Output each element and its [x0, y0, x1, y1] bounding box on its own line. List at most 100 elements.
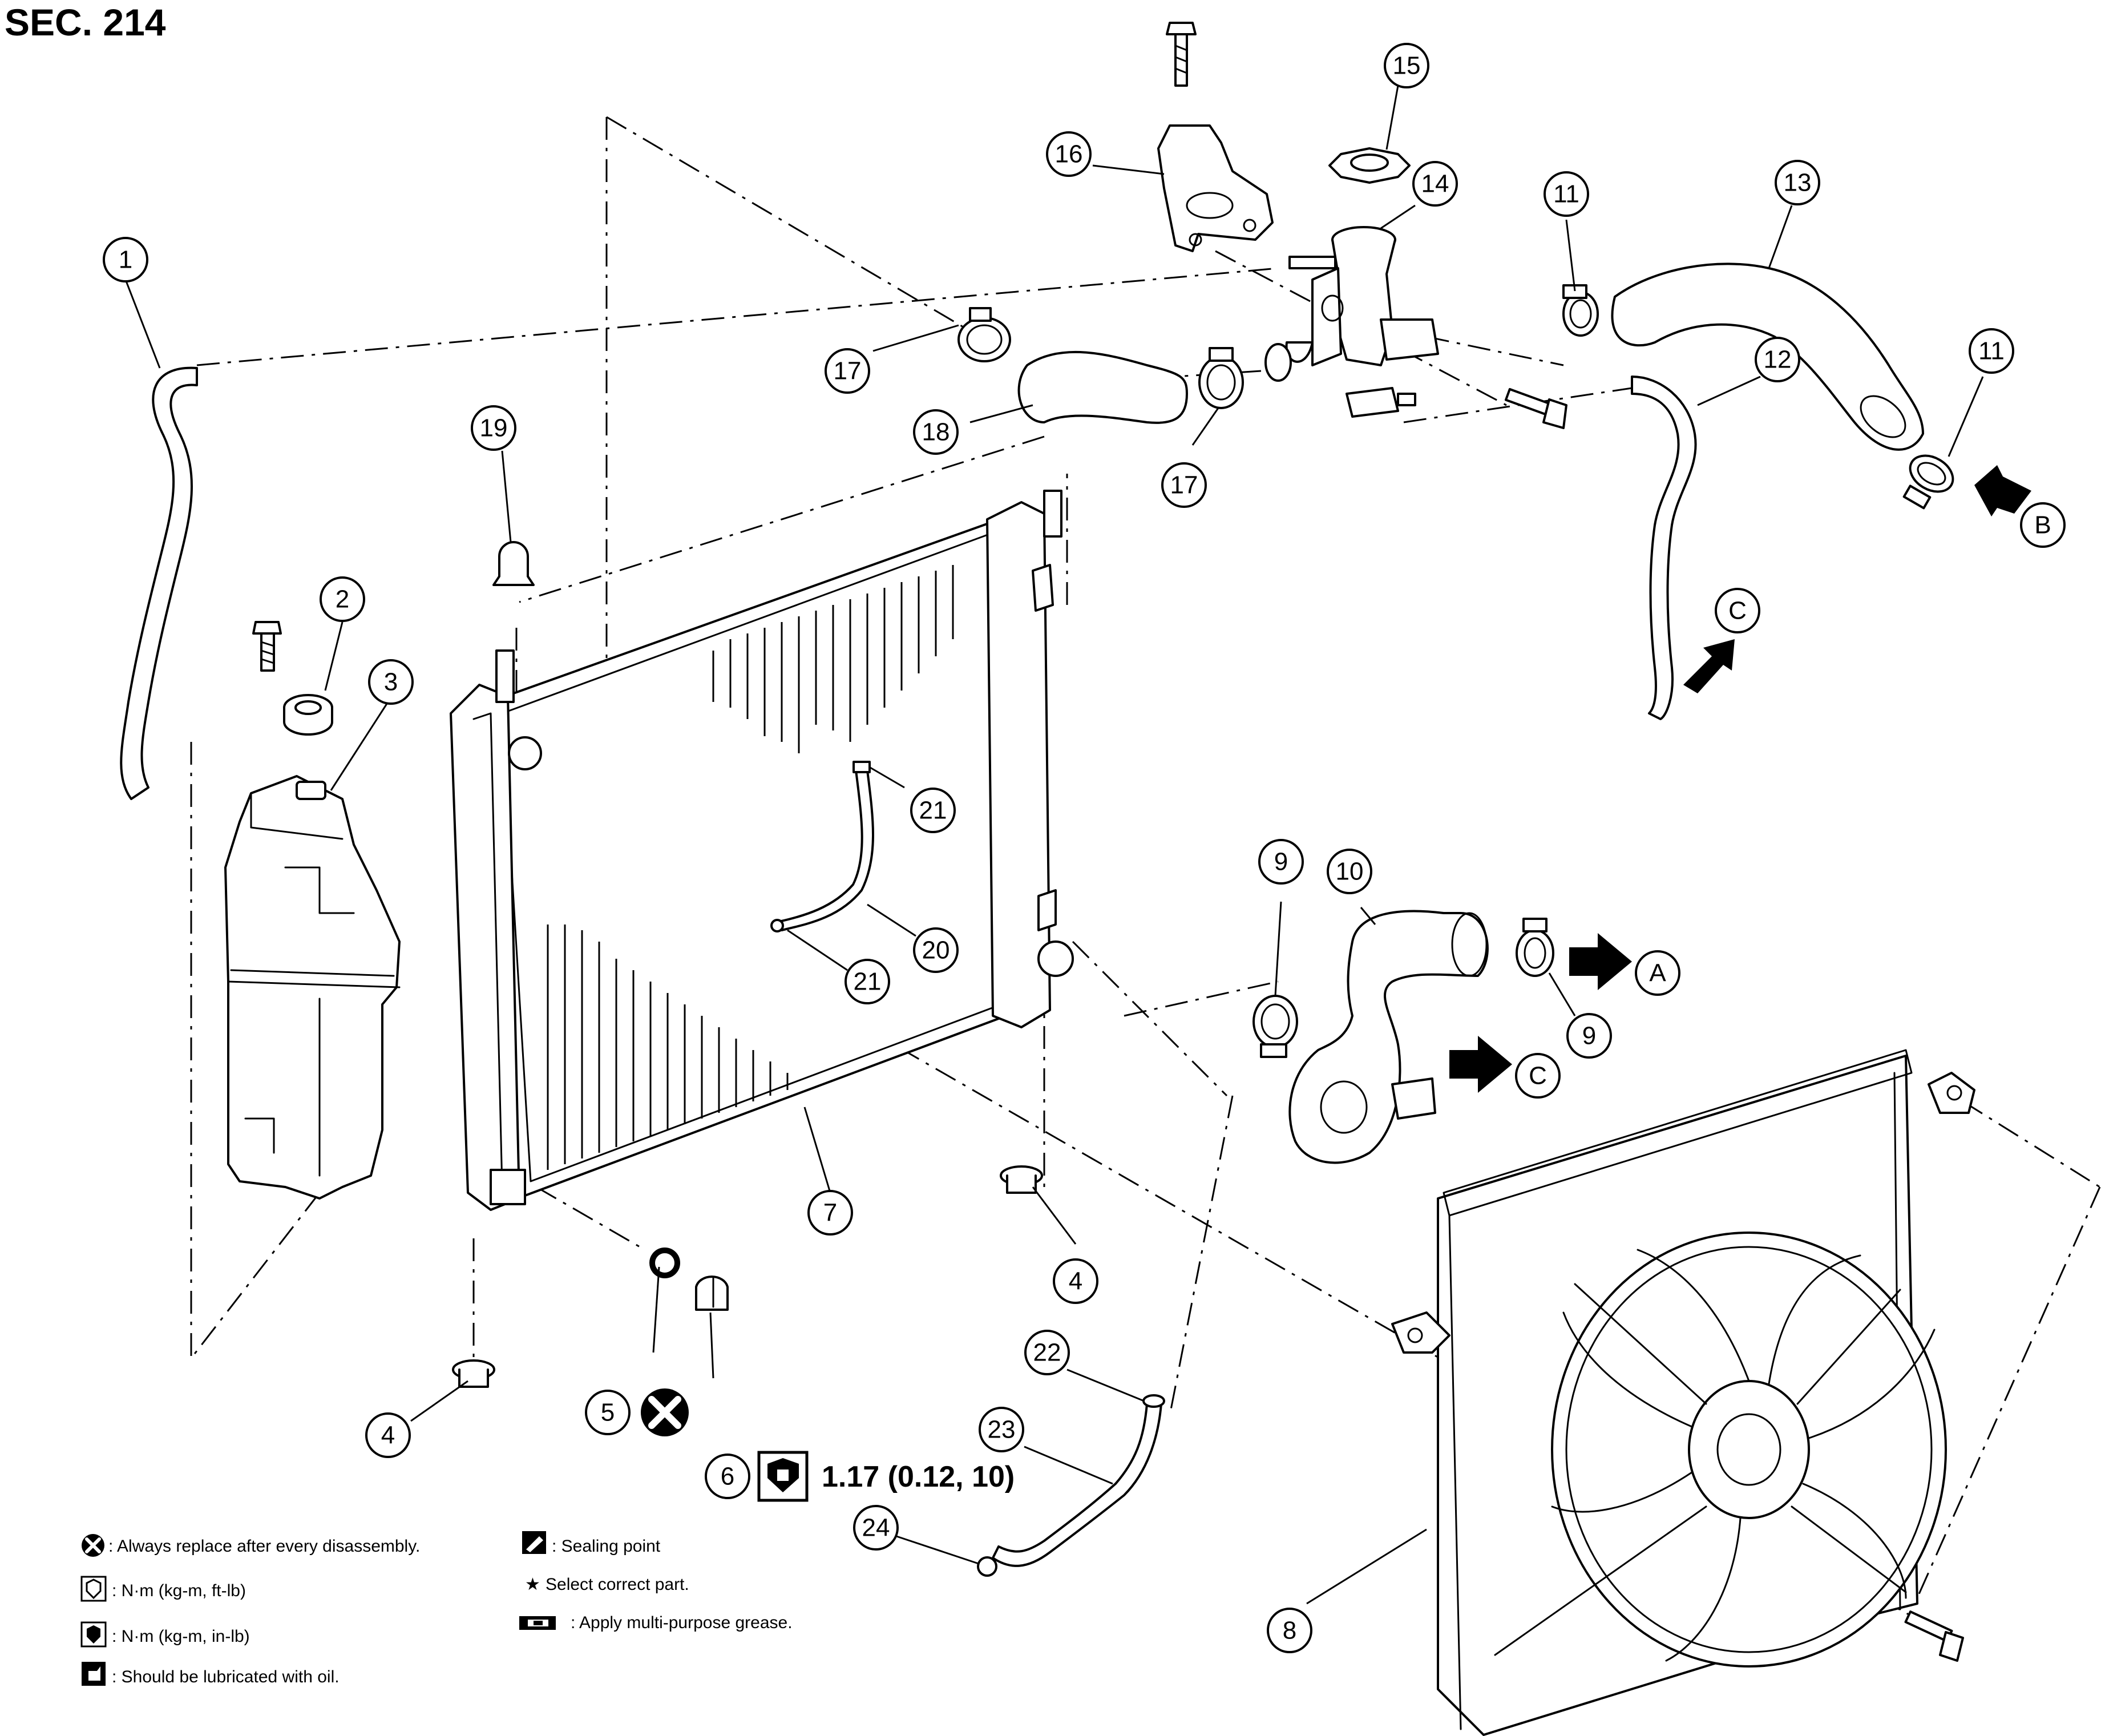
x-circle-icon	[82, 1534, 104, 1557]
callout-11b: 11	[1969, 328, 2014, 374]
torque-wrench-filled-icon	[757, 1451, 809, 1502]
callout-17a: 17	[825, 348, 870, 394]
svg-text:B: B	[2034, 511, 2051, 539]
radiator-mount-bushing	[492, 541, 535, 586]
callout-4-left: 4	[365, 1412, 411, 1458]
svg-text:19: 19	[480, 414, 508, 442]
callout-9b: 9	[1566, 1013, 1612, 1059]
legend-select-part: Select correct part.	[546, 1575, 689, 1594]
callout-6: 6	[705, 1454, 750, 1499]
arrow-to-c-upper	[1683, 639, 1735, 693]
legend-nm-ftlb: : N·m (kg-m, ft-lb)	[112, 1581, 246, 1600]
arrow-to-b	[1974, 465, 2031, 516]
fan-bolt	[1904, 1610, 1964, 1662]
callout-3: 3	[368, 659, 414, 705]
torque-wrench-filled-icon	[80, 1621, 107, 1648]
svg-text:14: 14	[1421, 170, 1449, 198]
tube-clip-upper	[852, 761, 871, 773]
svg-text:23: 23	[988, 1416, 1016, 1444]
svg-text:24: 24	[862, 1514, 890, 1542]
hose-clamp-11b	[1902, 454, 1954, 510]
legend-always-replace: : Always replace after every disassembly…	[108, 1537, 420, 1556]
callout-21b: 21	[845, 959, 890, 1004]
callout-19: 19	[471, 405, 516, 451]
svg-text:12: 12	[1764, 346, 1792, 374]
connection-b: B	[2020, 502, 2066, 548]
svg-text:C: C	[1728, 597, 1747, 625]
legend-grease: : Apply multi-purpose grease.	[571, 1613, 793, 1632]
hose-end-cap	[977, 1556, 997, 1577]
tube-clip-lower	[770, 919, 784, 932]
filler-cap	[1328, 147, 1411, 184]
overflow-hose	[992, 1403, 1162, 1567]
svg-text:15: 15	[1393, 52, 1421, 80]
water-outlet	[1264, 226, 1439, 418]
callout-4-right: 4	[1053, 1258, 1098, 1304]
hose-clamp-9a	[1252, 995, 1298, 1058]
hose-clamp-17b	[1198, 347, 1244, 409]
callout-15: 15	[1384, 43, 1429, 88]
callout-5: 5	[585, 1390, 631, 1435]
svg-text:21: 21	[854, 968, 882, 996]
svg-text:4: 4	[1069, 1267, 1082, 1295]
x-circle-icon	[641, 1388, 689, 1436]
star-icon: ★	[525, 1574, 540, 1594]
svg-text:5: 5	[601, 1399, 615, 1427]
callout-22: 22	[1024, 1330, 1070, 1375]
connection-c-upper: C	[1715, 588, 1760, 633]
hose-clamp-11a	[1562, 284, 1599, 337]
leader-lines	[124, 85, 1984, 1605]
callout-2: 2	[320, 576, 365, 622]
svg-text:20: 20	[922, 936, 950, 964]
upper-radiator-hose-short	[1017, 350, 1188, 424]
heater-bypass-hose	[1631, 376, 1697, 720]
svg-text:21: 21	[919, 797, 947, 825]
svg-text:3: 3	[384, 668, 398, 696]
svg-text:18: 18	[922, 418, 950, 446]
callout-24: 24	[853, 1505, 899, 1551]
svg-text:17: 17	[1170, 471, 1198, 499]
svg-text:C: C	[1529, 1062, 1547, 1090]
section-label: SEC. 214	[5, 1, 166, 43]
callout-11a: 11	[1544, 171, 1589, 217]
callout-18: 18	[913, 409, 959, 455]
cooling-fan-assembly	[1391, 1049, 1975, 1736]
hose-clamp-17a	[957, 307, 1011, 362]
svg-text:22: 22	[1033, 1339, 1061, 1367]
outlet-bolt	[1504, 387, 1567, 429]
svg-text:16: 16	[1055, 140, 1083, 168]
svg-text:11: 11	[1978, 337, 2005, 365]
callout-9a: 9	[1258, 839, 1304, 885]
svg-text:9: 9	[1274, 848, 1288, 876]
reservoir-hose	[120, 366, 198, 800]
callout-13: 13	[1775, 160, 1820, 205]
svg-text:17: 17	[834, 357, 862, 385]
callout-7: 7	[807, 1190, 853, 1236]
legend-lubricate-oil: : Should be lubricated with oil.	[112, 1668, 340, 1686]
callout-21a: 21	[910, 788, 956, 833]
legend-nm-inlb: : N·m (kg-m, in-lb)	[112, 1627, 250, 1646]
hose-clamp-9b	[1516, 918, 1554, 977]
oil-can-icon	[82, 1662, 106, 1686]
mount-rubber-left	[452, 1359, 495, 1388]
lower-radiator-hose	[1288, 910, 1489, 1164]
svg-text:2: 2	[336, 586, 349, 613]
hose-end-plug	[1142, 1394, 1165, 1408]
drain-plug	[695, 1275, 729, 1311]
callout-8: 8	[1267, 1608, 1312, 1653]
radiator	[450, 490, 1074, 1211]
reservoir-tank	[224, 775, 401, 1200]
svg-text:9: 9	[1582, 1022, 1596, 1050]
svg-text:13: 13	[1784, 169, 1812, 197]
o-ring	[649, 1248, 680, 1278]
connection-a: A	[1635, 950, 1680, 996]
svg-text:11: 11	[1553, 180, 1579, 208]
svg-text:6: 6	[721, 1463, 734, 1491]
callout-1: 1	[103, 237, 148, 282]
mount-rubber-right	[1000, 1165, 1043, 1194]
callout-23: 23	[979, 1407, 1024, 1452]
reservoir-bolt	[252, 621, 282, 672]
svg-text:8: 8	[1283, 1617, 1296, 1645]
hose-end-b	[1860, 395, 1906, 438]
